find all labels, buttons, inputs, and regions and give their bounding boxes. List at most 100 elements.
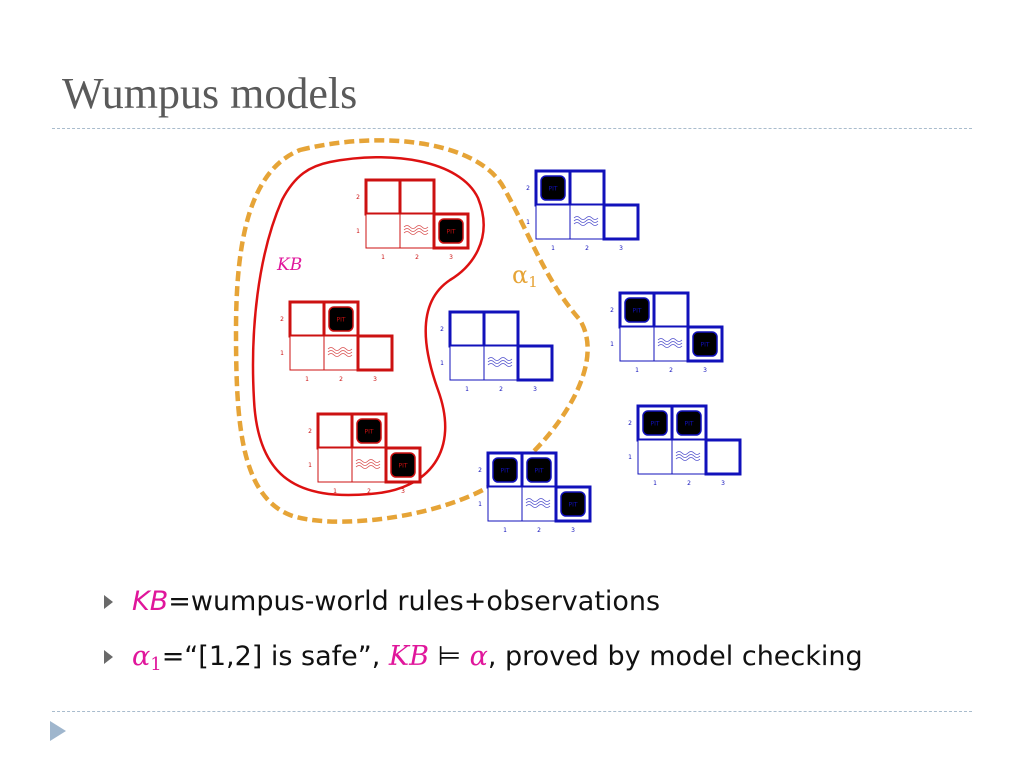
- pit-icon: [624, 297, 650, 323]
- grid-cell: [535, 204, 571, 240]
- column-number: 3: [619, 245, 623, 252]
- grid-cell: [398, 178, 436, 216]
- breeze-icon: [355, 465, 381, 469]
- pit-label: PIT: [534, 468, 543, 475]
- grid-cell: [652, 291, 690, 329]
- row-number: 1: [478, 501, 482, 508]
- grid-cell: [448, 310, 486, 348]
- row-number: 2: [478, 467, 482, 474]
- alpha-definition-text: =“[1,2] is safe”,: [161, 641, 389, 672]
- grid-cell: [289, 335, 325, 371]
- column-number: 3: [721, 480, 725, 487]
- grid-cell: [619, 326, 655, 362]
- breeze-icon: [355, 462, 381, 466]
- pit-icon: [390, 452, 416, 478]
- breeze-icon: [355, 459, 381, 463]
- column-number: 2: [669, 367, 673, 374]
- page-title: Wumpus models: [62, 69, 358, 118]
- breeze-icon: [327, 347, 353, 351]
- column-number: 1: [503, 527, 507, 534]
- footer-arrow-icon: [50, 721, 66, 741]
- pit-label: PIT: [684, 421, 693, 428]
- breeze-icon: [657, 344, 683, 348]
- alpha-term: α1: [132, 641, 162, 675]
- grid-cell: [569, 204, 605, 240]
- breeze-icon: [573, 222, 599, 226]
- column-number: 2: [367, 488, 371, 495]
- grid-cell: [399, 213, 435, 249]
- proof-method-text: , proved by model checking: [487, 641, 863, 672]
- pit-label: PIT: [398, 463, 407, 470]
- pit-label: PIT: [632, 308, 641, 315]
- kb-region-boundary: [251, 155, 485, 497]
- breeze-icon: [675, 457, 701, 461]
- row-number: 1: [280, 350, 284, 357]
- pit-icon: [642, 410, 668, 436]
- column-number: 1: [465, 386, 469, 393]
- alpha-label: α1: [512, 261, 538, 291]
- wumpus-model-8: PIT PIT PIT 2 1 1 2 3: [478, 451, 592, 534]
- pit-label: PIT: [500, 468, 509, 475]
- breeze-icon: [403, 228, 429, 232]
- row-number: 1: [610, 341, 614, 348]
- kb-term: KB: [132, 586, 169, 617]
- column-number: 2: [339, 376, 343, 383]
- grid-cell: [602, 203, 640, 241]
- row-number: 2: [628, 420, 632, 427]
- pit-label: PIT: [364, 429, 373, 436]
- row-number: 1: [628, 454, 632, 461]
- column-number: 3: [571, 527, 575, 534]
- grid-cell: [704, 438, 742, 476]
- bullet-arrow-icon: [104, 650, 113, 664]
- column-number: 2: [499, 386, 503, 393]
- grid-cell: [356, 334, 394, 372]
- pit-icon: [540, 175, 566, 201]
- row-number: 2: [280, 316, 284, 323]
- grid-cell: [521, 486, 557, 522]
- pit-label: PIT: [568, 502, 577, 509]
- breeze-icon: [675, 454, 701, 458]
- grid-cell: [316, 412, 354, 450]
- kb-definition-text: =wumpus-world rules+observations: [168, 586, 661, 617]
- column-number: 3: [703, 367, 707, 374]
- pit-icon: [560, 491, 586, 517]
- grid-cell: [568, 169, 606, 207]
- pit-icon: [676, 410, 702, 436]
- column-number: 3: [449, 254, 453, 261]
- breeze-icon: [327, 350, 353, 354]
- pit-icon: [356, 418, 382, 444]
- grid-cell: [487, 486, 523, 522]
- kb-math-term: KB: [388, 641, 429, 672]
- pit-label: PIT: [548, 186, 557, 193]
- grid-cell: [483, 345, 519, 381]
- column-number: 1: [305, 376, 309, 383]
- grid-cell: [351, 447, 387, 483]
- grid-cell: [637, 439, 673, 475]
- breeze-icon: [487, 357, 513, 361]
- row-number: 1: [440, 360, 444, 367]
- breeze-icon: [403, 231, 429, 235]
- grid-cell: [516, 344, 554, 382]
- breeze-icon: [487, 363, 513, 367]
- pit-label: PIT: [700, 342, 709, 349]
- row-number: 2: [610, 307, 614, 314]
- grid-cell: [671, 439, 707, 475]
- pit-icon: [526, 457, 552, 483]
- row-number: 2: [440, 326, 444, 333]
- grid-cell: [323, 335, 359, 371]
- column-number: 2: [537, 527, 541, 534]
- entails-symbol: ⊨: [428, 641, 470, 672]
- pit-icon: [492, 457, 518, 483]
- pit-icon: [692, 331, 718, 357]
- breeze-icon: [573, 216, 599, 220]
- grid-cell: [364, 178, 402, 216]
- row-number: 1: [308, 462, 312, 469]
- grid-cell: [482, 310, 520, 348]
- column-number: 2: [585, 245, 589, 252]
